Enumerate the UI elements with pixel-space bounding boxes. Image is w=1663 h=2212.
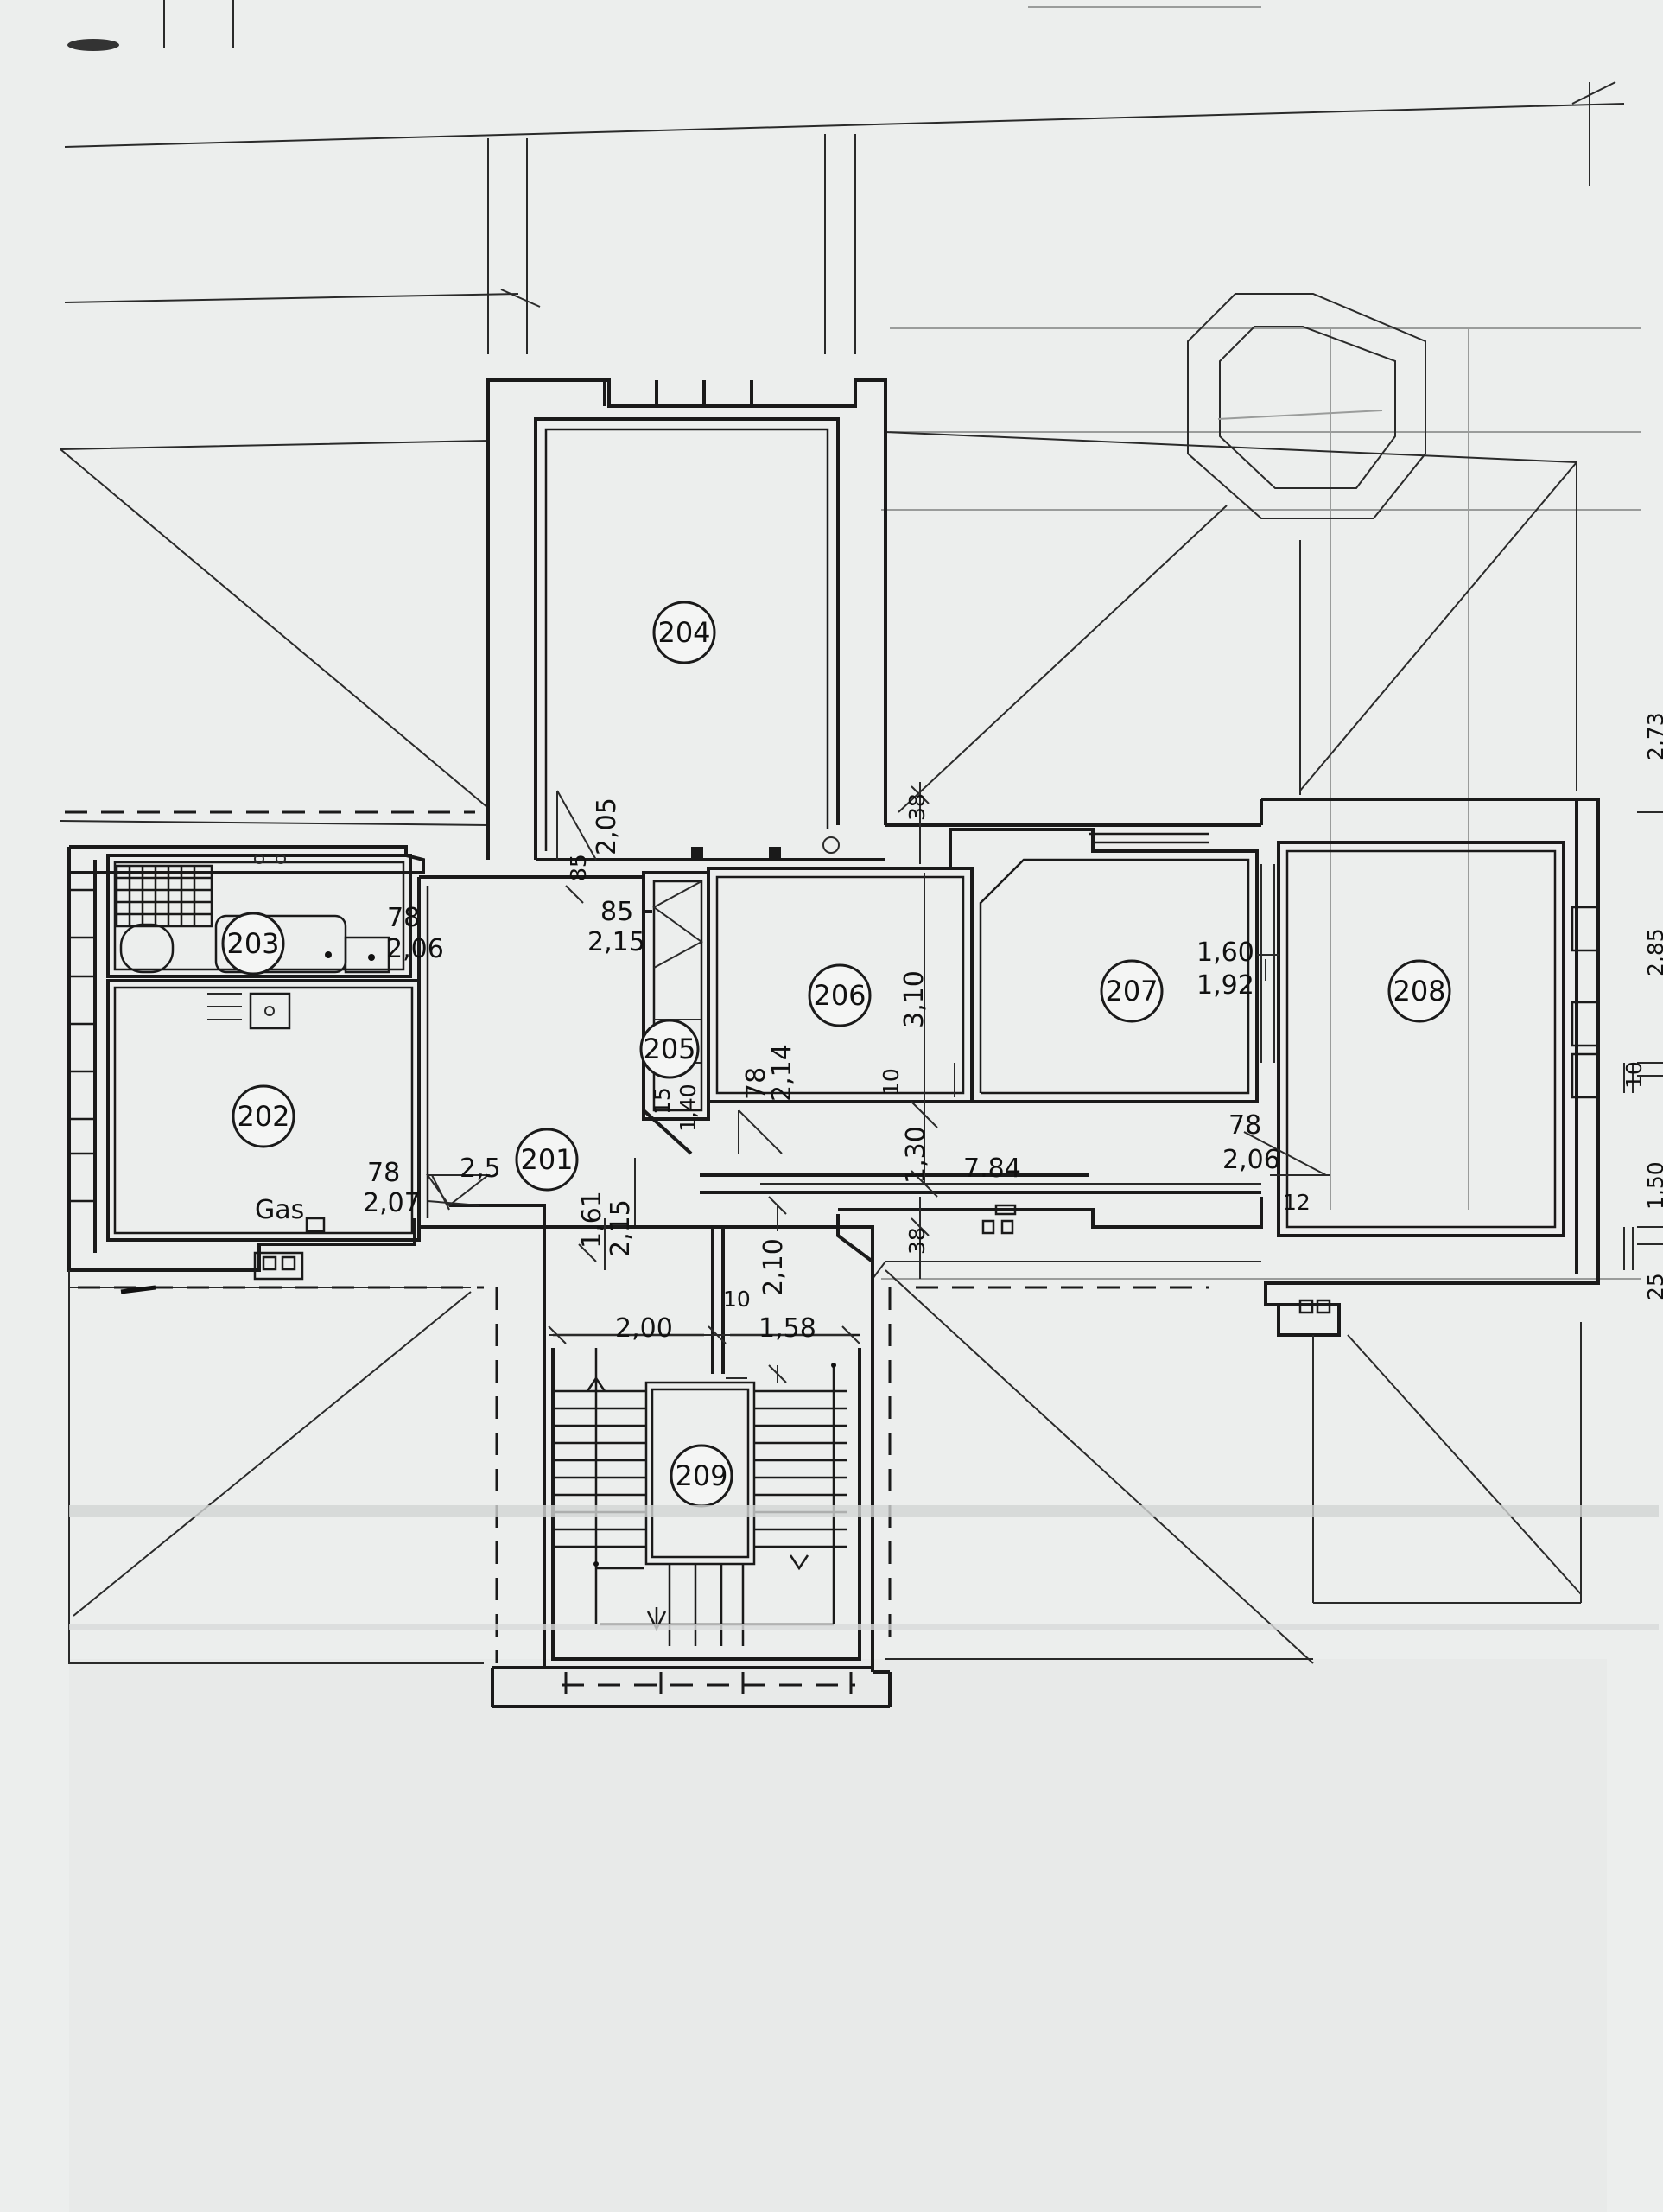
room-209-tag: 209: [670, 1444, 733, 1508]
roof-outline-top: [64, 81, 1625, 354]
dim-38-upper: 38: [904, 793, 930, 821]
dim-12: 12: [1283, 1190, 1311, 1215]
room-204: [486, 378, 887, 861]
room-206: [707, 867, 974, 1198]
dimension-lines: [548, 782, 1663, 1344]
dim-85-b: 85: [600, 897, 633, 927]
octagon-turret: [1187, 293, 1426, 519]
scan-noise: [69, 1505, 1659, 1630]
room-208-label: 208: [1393, 975, 1445, 1007]
room-201-tag: 201: [515, 1128, 579, 1192]
dim-2-06-b: 2,06: [1222, 1145, 1280, 1175]
paper-edge-marks: [67, 0, 1261, 51]
dim-2-06-a: 2,06: [386, 934, 444, 964]
dim-2-5: 2,5: [460, 1154, 501, 1184]
dim-85-a: 85: [566, 854, 591, 881]
dim-2-00: 2,00: [615, 1313, 673, 1344]
dim-1-61: 1,61: [577, 1191, 607, 1249]
dim-2-05: 2,05: [592, 798, 622, 855]
room-205-tag: 205: [639, 1019, 700, 1079]
dim-38-lower: 38: [904, 1227, 930, 1255]
room-202-tag: 202: [232, 1084, 295, 1148]
room-207-tag: 207: [1100, 959, 1164, 1023]
dim-10-a: 10: [879, 1068, 904, 1096]
room-203: [106, 854, 412, 978]
dim-1-50-right: 1,50: [1643, 1161, 1663, 1210]
gas-label: Gas: [255, 1195, 304, 1225]
dim-7-84: 7.84: [963, 1154, 1021, 1184]
room-205-label: 205: [643, 1033, 695, 1065]
dim-2-15-b: 2,15: [606, 1199, 636, 1257]
room-208-tag: 208: [1387, 959, 1451, 1023]
dim-2-10: 2,10: [759, 1238, 789, 1296]
dim-3-10: 3,10: [899, 970, 930, 1028]
dim-2-85-right: 2,85: [1643, 928, 1663, 976]
ghost-table: [881, 327, 1641, 1280]
room-203-label: 203: [226, 927, 279, 960]
room-206-label: 206: [813, 979, 866, 1012]
room-209: [543, 1196, 874, 1698]
room-202-label: 202: [237, 1100, 289, 1133]
room-207: [949, 828, 1275, 1103]
dim-2-07: 2,07: [363, 1188, 421, 1218]
room-201-label: 201: [520, 1143, 573, 1176]
dim-2-73-right: 2,73: [1643, 712, 1663, 760]
dim-1-58: 1,58: [759, 1313, 816, 1344]
dim-10-b: 10: [723, 1287, 751, 1312]
roof-left-lower: [68, 1270, 498, 1664]
dim-10-right: 10: [1622, 1061, 1647, 1089]
dim-78-d: 78: [367, 1158, 400, 1188]
dim-2-14: 2,14: [767, 1044, 797, 1102]
room-209-label: 209: [675, 1459, 727, 1492]
room-204-tag: 204: [652, 601, 716, 664]
dim-1-30: 1,30: [901, 1126, 931, 1184]
dim-1-60: 1,60: [1196, 938, 1254, 968]
dim-78-b: 78: [741, 1067, 771, 1100]
room-208: [1243, 841, 1565, 1237]
dim-15: 15: [650, 1087, 675, 1115]
room-204-label: 204: [657, 616, 710, 649]
dim-78-c: 78: [1228, 1110, 1261, 1141]
outer-walls: [67, 798, 1600, 1337]
dim-1-40: 1,40: [676, 1084, 701, 1132]
dim-25-right: 25: [1643, 1273, 1663, 1300]
room-206-tag: 206: [808, 963, 872, 1027]
room-203-tag: 203: [221, 912, 285, 976]
dim-1-92: 1,92: [1196, 970, 1254, 1001]
dim-78-a: 78: [387, 903, 420, 933]
roof-right-lower: [872, 1261, 1582, 1664]
dim-2-15-a: 2,15: [587, 927, 645, 957]
room-207-label: 207: [1105, 975, 1158, 1007]
